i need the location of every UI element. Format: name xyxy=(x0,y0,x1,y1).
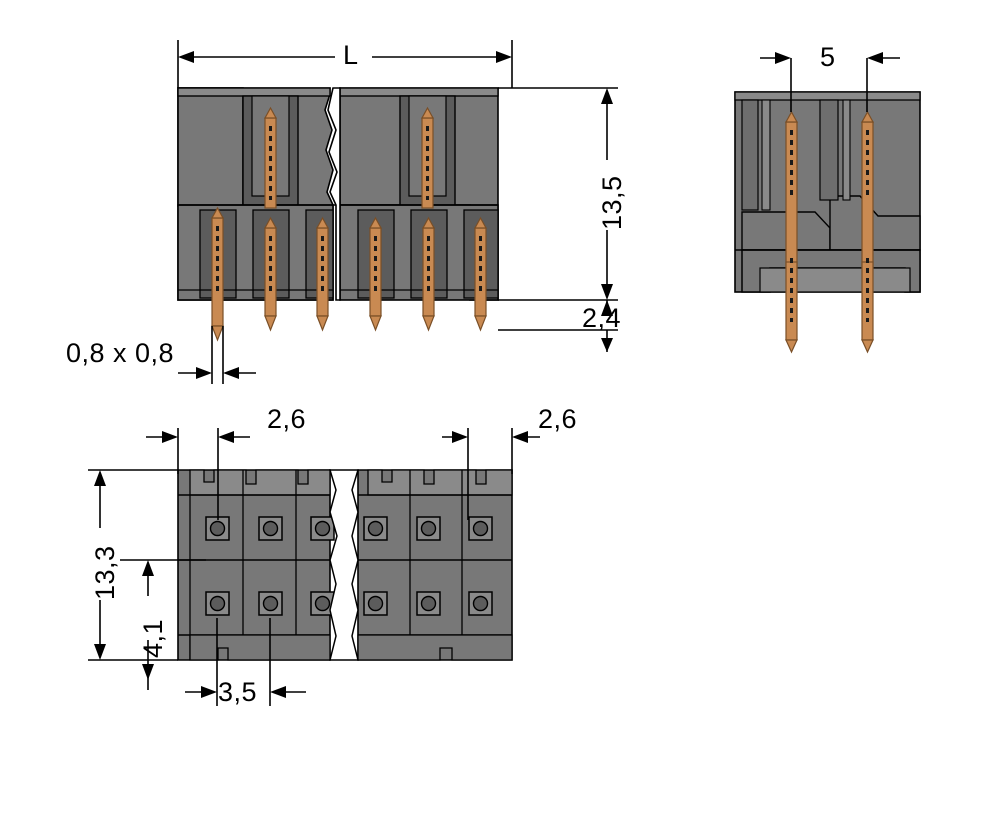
front-elevation-view xyxy=(177,87,499,342)
upper-contact-pins xyxy=(263,106,435,209)
plan-pin-row-2 xyxy=(205,591,493,616)
dimension-label-pitch-top: 3,5 xyxy=(218,677,258,707)
dimension-label-body-height-top: 13,3 xyxy=(90,545,120,600)
dimension-label-height-side: 13,5 xyxy=(597,175,627,230)
dimension-label-row-offset-left: 2,6 xyxy=(267,404,307,434)
dimension-lines xyxy=(88,40,900,706)
dimension-label-body-height-bottom: 4,1 xyxy=(138,618,168,658)
top-plan-view xyxy=(177,469,513,661)
dimension-label-row-offset-right: 2,6 xyxy=(538,404,578,434)
dimension-label-length: L xyxy=(343,40,359,70)
lower-solder-pins xyxy=(210,206,488,342)
dimension-label-tail-side: 2,4 xyxy=(582,303,622,333)
side-elevation-view xyxy=(734,91,921,354)
dimension-label-pin-cross-section: 0,8 x 0,8 xyxy=(66,338,175,368)
side-view-pins xyxy=(784,110,875,354)
plan-pin-row-1 xyxy=(205,516,493,541)
dimension-label-pitch-end-view: 5 xyxy=(820,42,836,72)
